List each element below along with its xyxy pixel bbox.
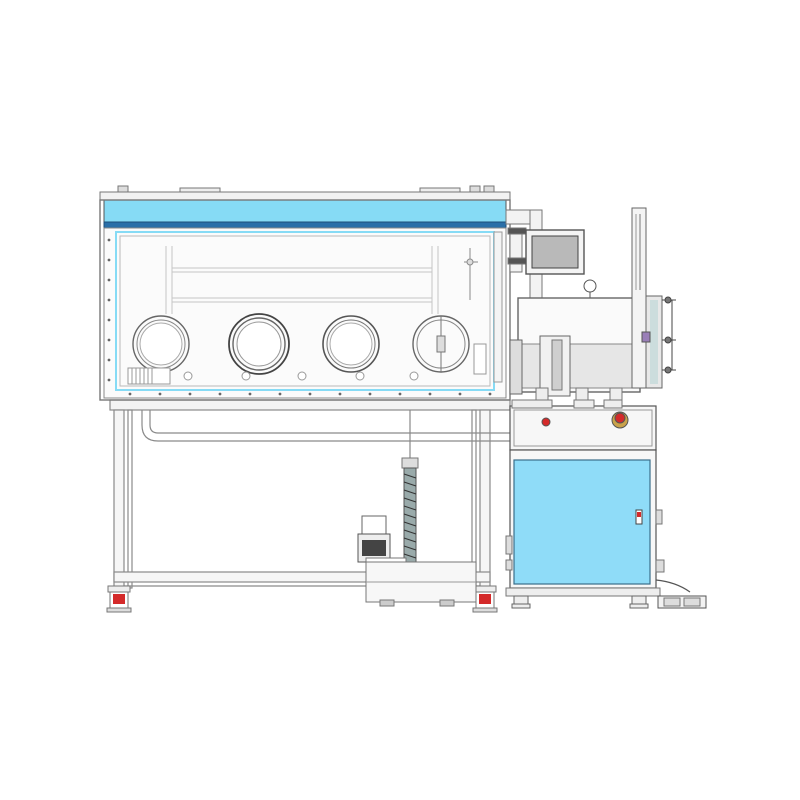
cabinet-casters xyxy=(511,595,649,609)
caster-right xyxy=(472,585,498,613)
casters-frame xyxy=(106,585,498,613)
glove-port-1 xyxy=(132,315,190,373)
glove-port-2 xyxy=(228,313,290,375)
caster-left xyxy=(106,585,132,613)
antechamber xyxy=(509,207,676,403)
bottom-fittings xyxy=(127,343,487,385)
door-handwheel xyxy=(662,296,676,374)
interior-valve-handle xyxy=(464,248,478,300)
glovebox-chamber xyxy=(99,185,511,401)
interior-shelf xyxy=(165,246,439,314)
vacuum-pump xyxy=(357,515,477,607)
cabinet-door xyxy=(513,459,651,585)
glove-port-4 xyxy=(412,315,470,373)
emergency-stop xyxy=(611,411,629,429)
support-frame xyxy=(109,399,511,589)
foot-pedal xyxy=(657,595,707,609)
filter-column xyxy=(401,410,419,565)
control-cabinet xyxy=(505,399,691,609)
indicator-light xyxy=(541,417,551,427)
glove-port-3 xyxy=(322,315,380,373)
touch-screen xyxy=(525,229,585,275)
